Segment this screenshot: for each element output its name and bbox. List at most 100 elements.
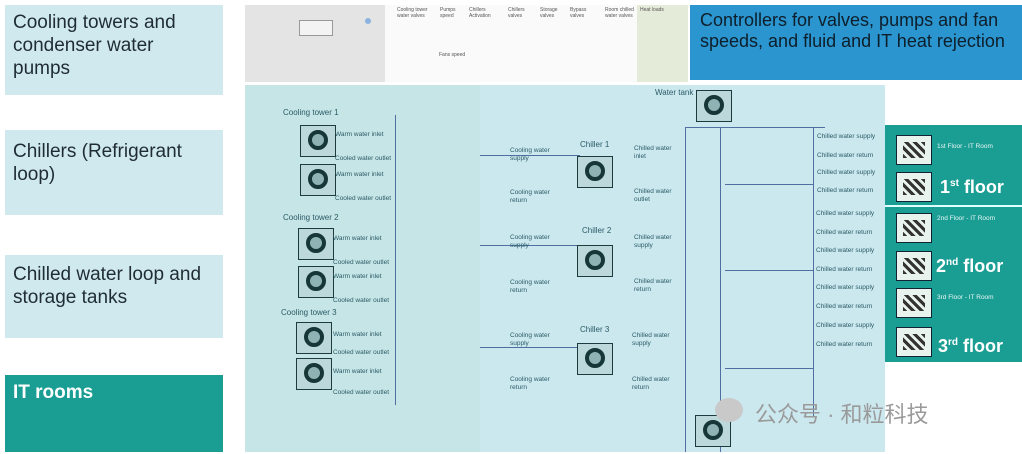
server-rack-icon [896, 327, 932, 357]
cooling-tower-icon [298, 228, 334, 260]
cooling-water-return-label: Cooling water return [510, 189, 550, 204]
pipe [725, 184, 813, 185]
pipe [480, 245, 580, 246]
chilled-water-supply-label: Chilled water supply [817, 169, 876, 176]
server-rack-icon [896, 288, 932, 318]
heading-bypass-valves: Bypass valves [570, 7, 587, 19]
cooling-tower-1-label: Cooling tower 1 [283, 108, 339, 117]
pipe [720, 127, 721, 452]
chilled-water-return-label: Chilled water return [816, 266, 873, 273]
water-tank-label: Water tank [655, 88, 694, 97]
chilled-water-supply-label: Chilled water supply [634, 234, 672, 249]
chilled-water-return-label: Chilled water return [816, 341, 873, 348]
cooling-water-supply-label: Cooling water supply [510, 234, 550, 249]
control-knob-icon [365, 18, 371, 24]
chilled-water-return-label: Chilled water return [816, 303, 873, 310]
watermark: 公众号 · 和粒科技 [755, 402, 929, 427]
chilled-water-supply-label: Chilled water supply [816, 322, 875, 329]
cooled-water-outlet-label: Cooled water outlet [335, 155, 392, 162]
warm-water-inlet-label: Warm water inlet [333, 235, 382, 242]
heading-room-valves: Room chilled water valves [605, 7, 634, 19]
control-panel-valves: Cooling tower water valves Pumps speed C… [385, 5, 637, 82]
chilled-water-return-label: Chilled water return [816, 229, 873, 236]
floor-1-label: 1st floor [940, 177, 1004, 197]
chilled-water-inlet-label: Chilled water inlet [634, 145, 672, 160]
heading-chillers-activation: Chillers Activation [469, 7, 491, 19]
chilled-water-supply-label: Chilled water supply [816, 210, 875, 217]
heading-heat-loads: Heat loads [640, 7, 664, 13]
cooled-water-outlet-label: Cooled water outlet [333, 389, 390, 396]
server-rack-icon [896, 172, 932, 202]
controllers-title: Controllers for valves, pumps and fan sp… [690, 5, 1022, 80]
chiller-3-label: Chiller 3 [580, 325, 610, 334]
warm-water-inlet-label: Warm water inlet [335, 131, 384, 138]
server-rack-icon [896, 251, 932, 281]
floor-2-label: 2nd floor [936, 256, 1004, 276]
pipe [480, 347, 580, 348]
control-table [299, 20, 333, 36]
control-panel-heat-loads: Heat loads [637, 5, 688, 82]
chiller-icon [577, 245, 613, 277]
pipe [685, 127, 825, 128]
pipe [685, 127, 686, 452]
cooling-water-return-label: Cooling water return [510, 279, 550, 294]
cooling-tower-2-label: Cooling tower 2 [283, 213, 339, 222]
divider [885, 205, 1022, 207]
pipe [725, 368, 813, 369]
floor-2-room-label: 2nd Floor - IT Room [937, 215, 996, 222]
control-panel-inputs [245, 5, 385, 82]
cooling-tower-section [245, 85, 480, 452]
chiller-icon [577, 343, 613, 375]
chiller-2-label: Chiller 2 [582, 226, 612, 235]
cooled-water-outlet-label: Cooled water outlet [333, 297, 390, 304]
cooled-water-outlet-label: Cooled water outlet [335, 195, 392, 202]
cooled-water-outlet-label: Cooled water outlet [333, 259, 390, 266]
warm-water-inlet-label: Warm water inlet [333, 331, 382, 338]
chilled-water-return-label: Chilled water return [634, 278, 672, 293]
floor-3-room-label: 3rd Floor - IT Room [937, 294, 994, 301]
floor-1-room-label: 1st Floor - IT Room [937, 143, 993, 150]
cooling-water-supply-label: Cooling water supply [510, 332, 550, 347]
chiller-icon [577, 156, 613, 188]
warm-water-inlet-label: Warm water inlet [333, 368, 382, 375]
label-it-rooms: IT rooms [5, 375, 223, 452]
heading-pumps-speed: Pumps speed [440, 7, 456, 19]
it-floors-panel: 1st Floor - IT Room 1st floor 2nd Floor … [885, 125, 1022, 362]
cooling-water-return-label: Cooling water return [510, 376, 550, 391]
heading-storage-valves: Storage valves [540, 7, 558, 19]
cooling-tower-icon [298, 266, 334, 298]
chilled-water-outlet-label: Chilled water outlet [634, 188, 672, 203]
cooling-tower-3-label: Cooling tower 3 [281, 308, 337, 317]
warm-water-inlet-label: Warm water inlet [335, 171, 384, 178]
heading-chillers-valves: Chillers valves [508, 7, 525, 19]
label-chillers: Chillers (Refrigerant loop) [5, 130, 223, 215]
cooling-water-supply-label: Cooling water supply [510, 147, 550, 162]
pipe [725, 270, 813, 271]
heading-fans-speed: Fans speed [439, 52, 466, 58]
cooling-tower-icon [300, 125, 336, 157]
chiller-1-label: Chiller 1 [580, 140, 610, 149]
floor-3-label: 3rd floor [938, 336, 1004, 356]
pipe [395, 115, 396, 405]
cooling-tower-icon [296, 358, 332, 390]
chilled-water-return-label: Chilled water return [632, 376, 670, 391]
heading-cooling-tower-valves: Cooling tower water valves [397, 7, 428, 19]
cooling-system-diagram: Cooling tower 1 Warm water inlet Cooled … [245, 85, 885, 452]
water-tank-icon [696, 90, 732, 122]
chilled-water-supply-label: Chilled water supply [817, 133, 876, 140]
cooled-water-outlet-label: Cooled water outlet [333, 349, 390, 356]
wechat-icon [715, 398, 743, 422]
label-cooling-towers: Cooling towers and condenser water pumps [5, 5, 223, 95]
chilled-water-return-label: Chilled water return [817, 187, 874, 194]
water-tank-icon [695, 415, 731, 447]
chilled-water-supply-label: Chilled water supply [816, 284, 875, 291]
warm-water-inlet-label: Warm water inlet [333, 273, 382, 280]
label-chilled-water-loop: Chilled water loop and storage tanks [5, 255, 223, 338]
server-rack-icon [896, 213, 932, 243]
cooling-tower-icon [296, 322, 332, 354]
chilled-water-return-label: Chilled water return [817, 152, 874, 159]
pipe [813, 127, 814, 417]
pipe [480, 155, 580, 156]
server-rack-icon [896, 135, 932, 165]
chilled-water-supply-label: Chilled water supply [632, 332, 670, 347]
